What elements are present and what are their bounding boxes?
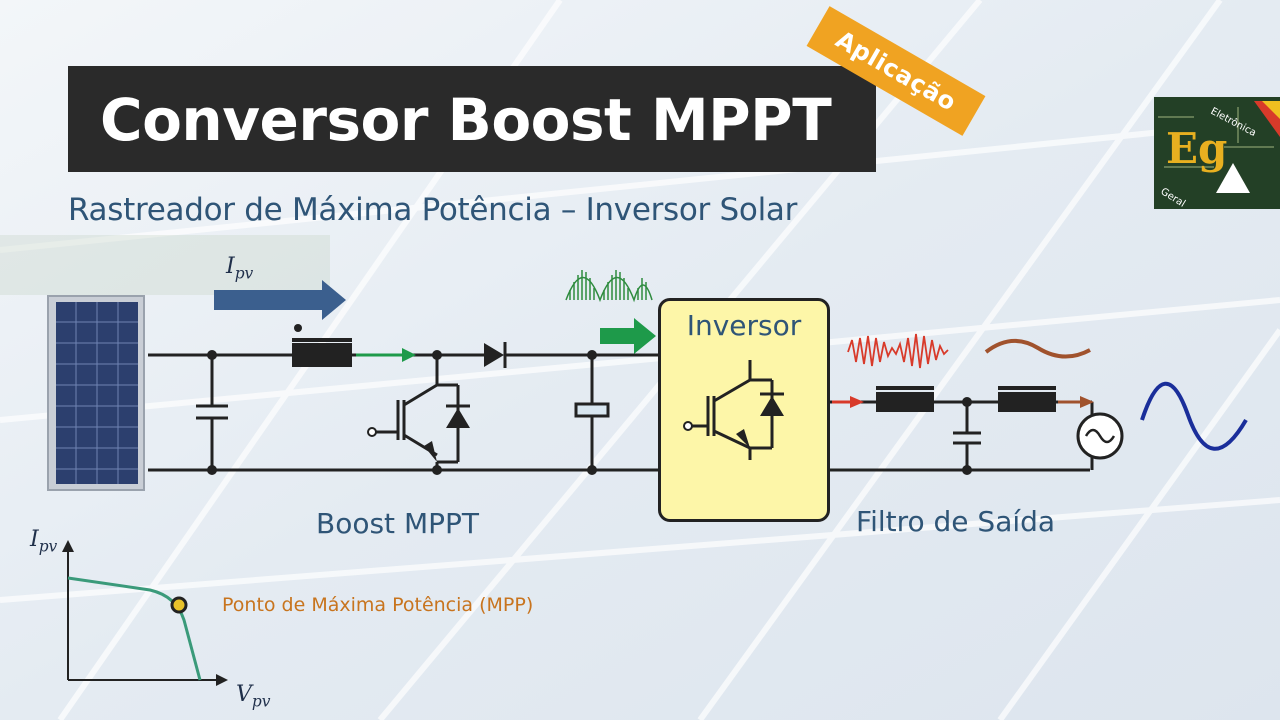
filtered-wave-icon (984, 339, 1091, 359)
mpp-label: Ponto de Máxima Potência (MPP) (222, 594, 534, 616)
inverter-label: Inversor (686, 309, 802, 342)
filter-inductor-1 (876, 392, 934, 412)
x-axis-label: Vpv (236, 682, 271, 711)
solar-panel-icon (47, 295, 145, 491)
current-symbol-label: Ipv (226, 254, 254, 283)
logo-letters: Eg (1166, 124, 1227, 173)
filter-capacitor (953, 402, 981, 470)
boost-diode (484, 342, 507, 368)
dc-link-arrow-icon (600, 318, 656, 354)
boost-mppt-label: Boost MPPT (316, 507, 479, 540)
channel-logo: Eg Eletrônica Geral (1154, 97, 1280, 209)
boost-inductor (292, 324, 352, 367)
output-filter-label: Filtro de Saída (856, 505, 1056, 538)
y-axis-label: Ipv (30, 527, 58, 556)
dc-link-capacitor (574, 355, 610, 470)
boost-switch (375, 355, 460, 470)
rectified-ripple-icon (565, 270, 653, 303)
title-bar (68, 66, 876, 172)
output-sine-icon (1140, 381, 1248, 451)
iv-curve-plot (62, 540, 228, 686)
mpp-marker (170, 596, 188, 614)
inverter-block: Inversor (658, 298, 830, 522)
page-title: Conversor Boost MPPT (100, 86, 832, 154)
ac-grid-icon (1076, 412, 1124, 460)
inverter-switch-icon (683, 360, 784, 460)
page-subtitle: Rastreador de Máxima Potência – Inversor… (68, 192, 798, 228)
current-arrow-icon (214, 280, 346, 320)
filter-inductor-2 (998, 392, 1056, 412)
input-capacitor (196, 355, 228, 470)
pwm-ripple-icon (847, 333, 949, 369)
